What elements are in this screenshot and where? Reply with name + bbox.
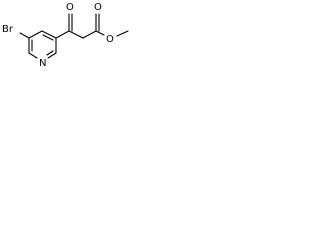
ring-bond-c6-n-inner <box>46 50 54 56</box>
bond-ketone-methylene <box>68 30 84 39</box>
pyridine-ring <box>28 30 57 59</box>
ester-oxygen-atom-label: O <box>106 34 114 45</box>
ring-bond-c6-n <box>47 52 57 59</box>
keto-ester-chain <box>55 13 129 39</box>
ketone-oxygen-atom-label: O <box>66 2 74 13</box>
bond-ring-ketone-carbon <box>55 30 70 39</box>
ring-bond-c3-c4 <box>28 30 43 39</box>
bond-oxygen-methyl <box>116 30 129 37</box>
chemical-structure-diagram: Br N O O O <box>2 2 129 69</box>
ring-bond-c4-c5-inner <box>42 34 54 41</box>
bromine-atom-label: Br <box>2 24 14 35</box>
bond-ring-bromine <box>19 32 30 39</box>
bond-methylene-ester-carbon <box>82 30 97 39</box>
ring-bond-c4-c5 <box>41 30 57 39</box>
ester-carbonyl-oxygen-atom-label: O <box>94 2 102 13</box>
nitrogen-atom-label: N <box>39 58 46 69</box>
bond-ester-oxygen <box>95 30 105 36</box>
ring-bond-n-c2 <box>28 52 38 59</box>
